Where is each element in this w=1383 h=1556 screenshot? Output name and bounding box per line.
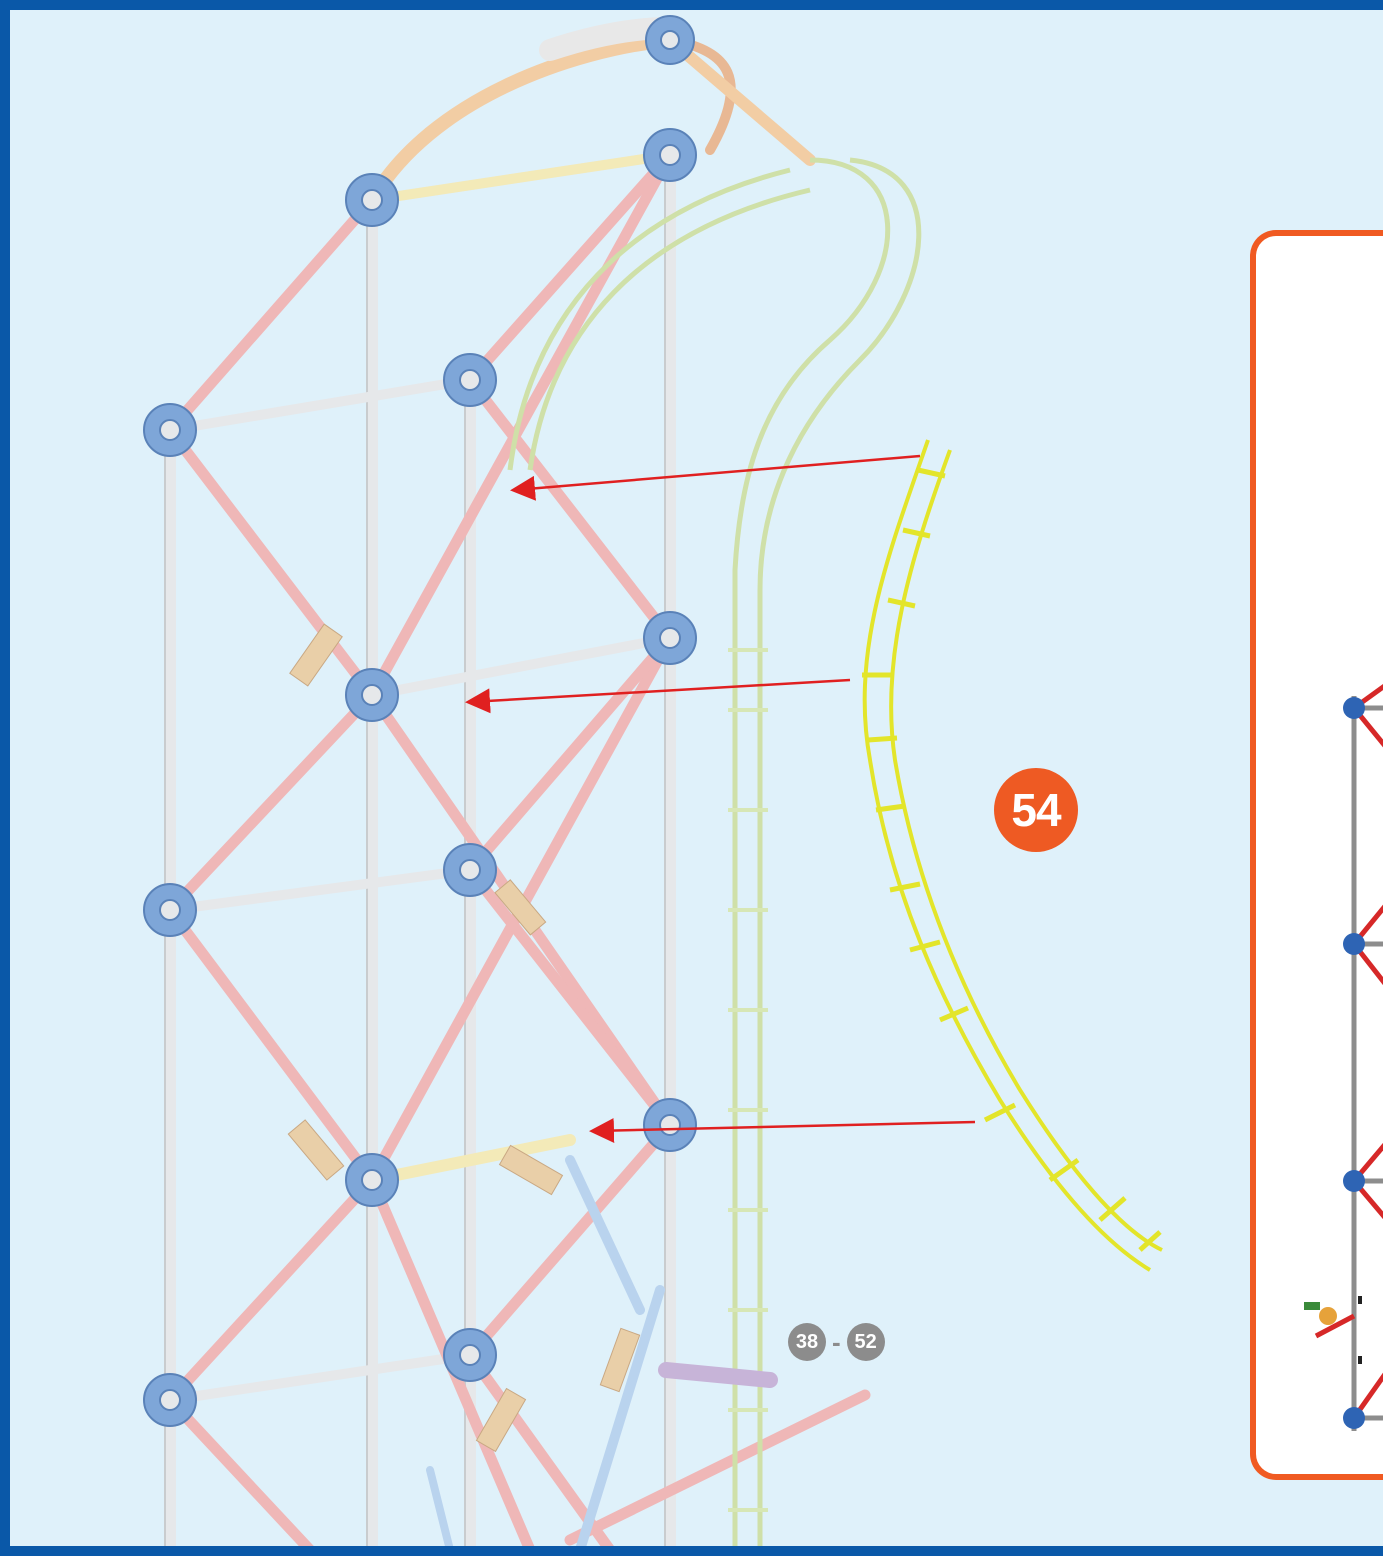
- range-start: 38: [788, 1323, 826, 1361]
- vertical-rods: [164, 144, 676, 1546]
- assembly-diagram: [143, 15, 1163, 1546]
- instruction-page: 54 38 - 52: [10, 10, 1383, 1546]
- reference-step-range: 38 - 52: [788, 1322, 885, 1362]
- range-separator: -: [832, 1326, 841, 1357]
- overview-inset: [1250, 230, 1383, 1480]
- new-track-piece: [862, 439, 1163, 1272]
- assembly-arrows: [465, 454, 976, 1144]
- existing-track: [507, 157, 922, 1546]
- overview-diagram: [1304, 683, 1383, 1431]
- connectors: [143, 15, 697, 1427]
- upper-arc: [365, 17, 816, 207]
- step-number-badge: 54: [994, 768, 1078, 852]
- inset-connectors: [1343, 697, 1365, 1429]
- range-end: 52: [846, 1323, 885, 1361]
